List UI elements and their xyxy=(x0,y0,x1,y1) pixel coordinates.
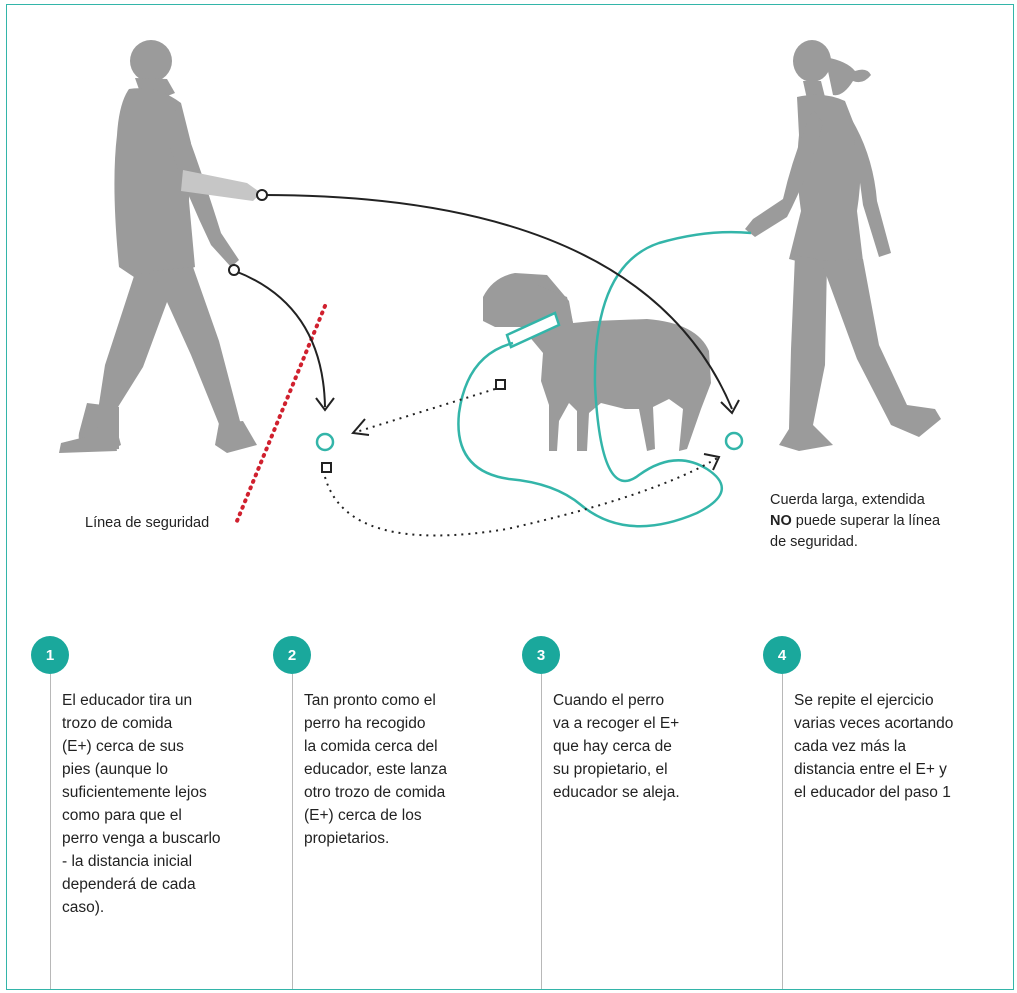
hand-point-right xyxy=(256,189,268,201)
step-text: Cuando el perro va a recoger el E+ que hay… xyxy=(553,689,738,804)
step-text-line: varias veces acortando xyxy=(794,715,954,732)
rope-note-line: de seguridad. xyxy=(770,534,858,550)
dog-path-arrowhead-left xyxy=(351,418,370,436)
step-number-badge: 2 xyxy=(273,636,311,674)
step-divider xyxy=(50,674,51,989)
dog-path-arrowhead-right xyxy=(703,453,721,471)
food-square-icon xyxy=(321,462,332,473)
safety-line-label: Línea de seguridad xyxy=(85,515,210,531)
step-text-line: caso). xyxy=(62,899,105,916)
rope-note-line: NO puede superar la línea xyxy=(770,511,1010,532)
step-text-line: perro venga a buscarlo xyxy=(62,830,221,847)
safety-line xyxy=(235,304,327,523)
step-text-line: cada vez más la xyxy=(794,738,906,755)
step-text-line: El educador tira un xyxy=(62,692,193,709)
step-text-line: la comida cerca del xyxy=(304,738,438,755)
step-text-line: su propietario, el xyxy=(553,761,668,778)
step-text-line: otro trozo de comida xyxy=(304,784,446,801)
step-text: Tan pronto como el perro ha recogido la co… xyxy=(304,689,489,850)
step-text-line: suficientemente lejos xyxy=(62,784,207,801)
step-text-line: (E+) cerca de los xyxy=(304,807,422,824)
rope-note-line: Cuerda larga, extendida xyxy=(770,492,925,508)
step-text-line: Cuando el perro xyxy=(553,692,665,709)
step-text: El educador tira un trozo de comida (E+) c… xyxy=(62,689,247,919)
throw-arrows xyxy=(234,194,740,415)
step-divider xyxy=(292,674,293,989)
target-circle-icon xyxy=(315,432,335,452)
step-number-badge: 3 xyxy=(522,636,560,674)
rope-note-emphasis: NO xyxy=(770,513,792,529)
dog-silhouette-icon xyxy=(483,273,711,451)
illustration xyxy=(59,40,941,537)
dog-paths xyxy=(324,388,720,537)
step-text-line: pies (aunque lo xyxy=(62,761,168,778)
step-number-badge: 1 xyxy=(31,636,69,674)
step-text-line: dependerá de cada xyxy=(62,876,196,893)
step-text-line: distancia entre el E+ y xyxy=(794,761,947,778)
step-text-line: el educador del paso 1 xyxy=(794,784,951,801)
step-text-line: como para que el xyxy=(62,807,182,824)
step-text-line: - la distancia inicial xyxy=(62,853,193,870)
step-text-line: trozo de comida xyxy=(62,715,173,732)
woman-silhouette-icon xyxy=(745,40,941,451)
step-text-line: Se repite el ejercicio xyxy=(794,692,934,709)
step-text-line: va a recoger el E+ xyxy=(553,715,680,732)
step-text-line: educador se aleja. xyxy=(553,784,680,801)
step-divider xyxy=(782,674,783,989)
food-square-icon xyxy=(495,379,506,390)
diagram-frame: Línea de seguridad Cuerda larga, extendi… xyxy=(6,4,1014,990)
rope-note: Cuerda larga, extendida NO puede superar… xyxy=(770,490,1010,553)
step-text-line: que hay cerca de xyxy=(553,738,672,755)
target-circle-icon xyxy=(724,431,744,451)
step-text-line: perro ha recogido xyxy=(304,715,426,732)
long-leash xyxy=(457,230,752,528)
rope-note-text: puede superar la línea xyxy=(791,513,941,529)
step-text-line: educador, este lanza xyxy=(304,761,448,778)
step-text: Se repite el ejercicio varias veces acort… xyxy=(794,689,979,804)
man-silhouette-icon xyxy=(59,40,261,453)
step-number-badge: 4 xyxy=(763,636,801,674)
step-text-line: propietarios. xyxy=(304,830,390,847)
step-divider xyxy=(541,674,542,989)
step-text-line: (E+) cerca de sus xyxy=(62,738,184,755)
hand-point-left xyxy=(228,264,240,276)
step-text-line: Tan pronto como el xyxy=(304,692,436,709)
